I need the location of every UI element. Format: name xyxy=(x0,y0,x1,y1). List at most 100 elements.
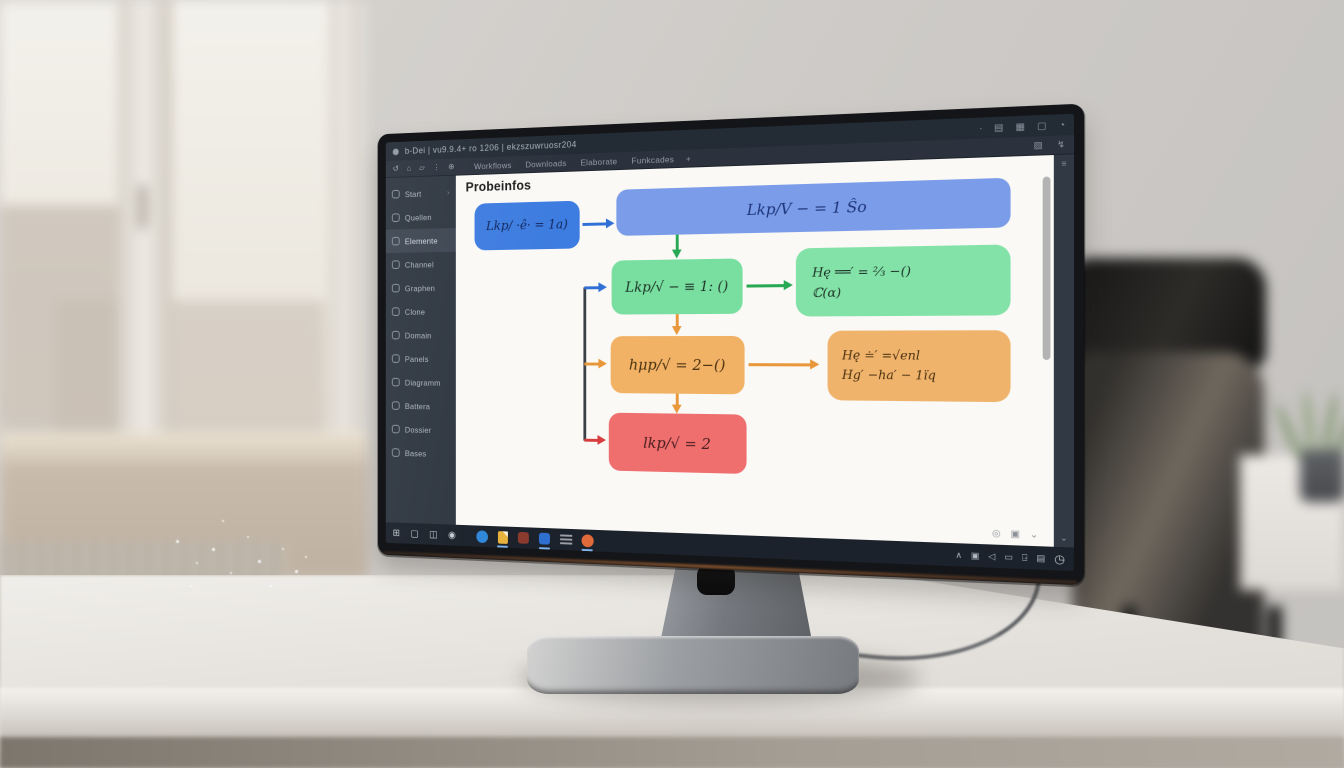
sidebar-item-bases[interactable]: Bases xyxy=(386,441,456,466)
arrow-b-to-c xyxy=(675,234,679,251)
sidebar-item-start[interactable]: Start› xyxy=(386,180,456,206)
arrow-e-to-g xyxy=(675,393,679,406)
task-view-icon[interactable]: ◫ xyxy=(429,528,438,540)
zoom-out-icon[interactable]: ◎ xyxy=(991,527,1001,539)
sidebar-item-elemente[interactable]: Elemente xyxy=(385,227,456,254)
sidebar-item-label: Diagramm xyxy=(404,377,441,388)
active-app-indicator xyxy=(538,547,551,550)
window-sill xyxy=(0,432,368,466)
flow-node-green-wide[interactable]: Hę ══′ = ⅔ −() ℂ(α) xyxy=(795,244,1011,317)
flow-node-green-small[interactable]: Lkp/√ − ≡ 1: () xyxy=(611,258,743,315)
sidebar-item-icon xyxy=(391,213,400,222)
sidebar-item-label: Graphen xyxy=(404,282,436,293)
clock-tray-icon[interactable]: ◷ xyxy=(1054,552,1066,566)
more-icon[interactable]: ⋮ xyxy=(432,161,441,172)
sidebar-item-icon xyxy=(391,424,400,434)
sidebar-item-battera[interactable]: Battera xyxy=(386,394,456,418)
edit-icon[interactable]: ▱ xyxy=(419,162,425,173)
sidebar-item-quellen[interactable]: Quellen xyxy=(386,204,456,229)
flow-node-text: hμp/√ = 2−() xyxy=(628,355,726,375)
expand-icon[interactable]: ⌄ xyxy=(1060,533,1068,544)
pen-icon[interactable]: ▨ xyxy=(1033,139,1043,151)
tab-workflows[interactable]: Workflows xyxy=(474,159,512,171)
flow-node-red[interactable]: lkp/√ = 2 xyxy=(608,412,747,474)
diagram-canvas[interactable]: Probeinfos Lkp/ ·ê· = 1a) Lkp/V − = 1 Ŝo… xyxy=(455,155,1054,547)
flow-node-blue-wide[interactable]: Lkp/V − = 1 Ŝo xyxy=(616,177,1011,236)
sidebar-item-icon xyxy=(391,354,400,363)
notification-icon[interactable]: ▤ xyxy=(1036,551,1046,563)
arrow-e-to-f xyxy=(748,363,812,366)
list-app-icon xyxy=(559,534,572,545)
browser-orange-app-icon[interactable] xyxy=(581,533,594,552)
volume-icon[interactable]: ◁ xyxy=(988,550,996,561)
browser-orange-app-icon xyxy=(581,533,594,547)
sidebar-item-icon xyxy=(391,236,400,246)
sidebar-item-diagramm[interactable]: Diagramm xyxy=(386,370,456,394)
sidebar-item-label: Quellen xyxy=(404,211,432,223)
sidebar-item-label: Panels xyxy=(404,353,429,364)
sidebar-item-panels[interactable]: Panels xyxy=(386,347,456,371)
home-icon[interactable]: ⌂ xyxy=(406,163,412,173)
tab-elaborate[interactable]: Elaborate xyxy=(580,155,618,167)
tab-funkcades[interactable]: Funkcades xyxy=(631,153,675,166)
network-icon[interactable]: ▣ xyxy=(970,549,980,561)
sidebar-item-label: Domain xyxy=(404,330,432,340)
chair-back xyxy=(1072,352,1264,652)
clock-icon[interactable]: ◔ xyxy=(1058,118,1066,130)
search-icon[interactable]: ▢ xyxy=(410,528,419,539)
document-app-icon xyxy=(497,530,508,544)
sidebar-item-label: Channel xyxy=(404,259,434,270)
flow-node-text: ℂ(α) xyxy=(812,283,842,300)
arrow-c-to-e xyxy=(675,314,679,328)
window-icon[interactable]: ▢ xyxy=(1037,119,1047,131)
people-icon[interactable]: ◉ xyxy=(448,529,456,541)
fit-view-icon[interactable]: ▣ xyxy=(1010,528,1020,540)
right-rail: ≡ ⌄ xyxy=(1053,154,1075,548)
sidebar-item-graphen[interactable]: Graphen xyxy=(386,276,456,300)
camera-icon[interactable]: ▦ xyxy=(1015,120,1025,132)
sidebar-item-label: Clone xyxy=(404,306,426,317)
browser-blue-app-icon xyxy=(475,529,488,543)
layers-icon[interactable]: ▤ xyxy=(994,121,1004,133)
document-app-icon[interactable] xyxy=(496,530,509,548)
language-icon[interactable]: ⍈ xyxy=(1021,551,1028,563)
arrow-a-to-b xyxy=(582,222,607,226)
flow-node-orange-small[interactable]: hμp/√ = 2−() xyxy=(610,335,745,395)
flow-node-blue-small[interactable]: Lkp/ ·ê· = 1a) xyxy=(474,200,580,251)
start-icon[interactable]: ⊞ xyxy=(392,527,400,539)
blue-square-app-icon[interactable] xyxy=(538,532,551,550)
sidebar-item-domain[interactable]: Domain xyxy=(386,323,456,347)
monitor-base xyxy=(527,636,859,694)
desk-shadow xyxy=(0,737,1344,768)
address-bar[interactable]: b-Dei | vu9.9.4+ ro 1206 | ekzszuwruosr2… xyxy=(404,139,577,156)
canvas-scrollbar[interactable] xyxy=(1042,176,1051,360)
monitor: b-Dei | vu9.9.4+ ro 1206 | ekzszuwruosr2… xyxy=(378,103,1085,586)
sidebar-item-clone[interactable]: Clone xyxy=(386,299,456,323)
flash-icon[interactable]: ↯ xyxy=(1057,138,1066,150)
history-icon[interactable]: ↺ xyxy=(392,163,399,174)
flow-node-text: lkp/√ = 2 xyxy=(643,433,711,453)
chevron-right-icon: › xyxy=(447,188,450,197)
sidebar-item-dossier[interactable]: Dossier xyxy=(386,417,456,442)
sidebar-item-icon xyxy=(391,307,400,316)
list-app-icon[interactable] xyxy=(559,532,572,546)
sidebar-item-channel[interactable]: Channel xyxy=(386,252,456,277)
dot-icon[interactable]: ∙ xyxy=(979,122,983,133)
tab-downloads[interactable]: Downloads xyxy=(525,157,567,169)
add-icon[interactable]: ⊕ xyxy=(448,161,455,172)
collapse-icon[interactable]: ⌄ xyxy=(1029,528,1039,540)
canvas-title: Probeinfos xyxy=(465,177,532,195)
flow-node-orange-wide[interactable]: Hę ≐′ =√enl Hg′ −ha′ − 1ïq xyxy=(827,330,1011,403)
sidebar-item-icon xyxy=(391,377,400,387)
new-tab-button[interactable]: + xyxy=(685,153,691,164)
panel-toggle-icon[interactable]: ≡ xyxy=(1061,158,1067,169)
flow-node-text: Hę ≐′ =√enl xyxy=(841,348,920,364)
monitor-bezel: b-Dei | vu9.9.4+ ro 1206 | ekzszuwruosr2… xyxy=(378,103,1085,586)
browser-blue-app-icon[interactable] xyxy=(475,529,488,543)
maroon-app-icon[interactable] xyxy=(517,531,530,545)
up-arrow-icon[interactable]: ∧ xyxy=(955,548,963,560)
battery-icon[interactable]: ▭ xyxy=(1004,550,1014,562)
screen: b-Dei | vu9.9.4+ ro 1206 | ekzszuwruosr2… xyxy=(385,113,1075,572)
connector-arrow-blue xyxy=(584,286,600,289)
